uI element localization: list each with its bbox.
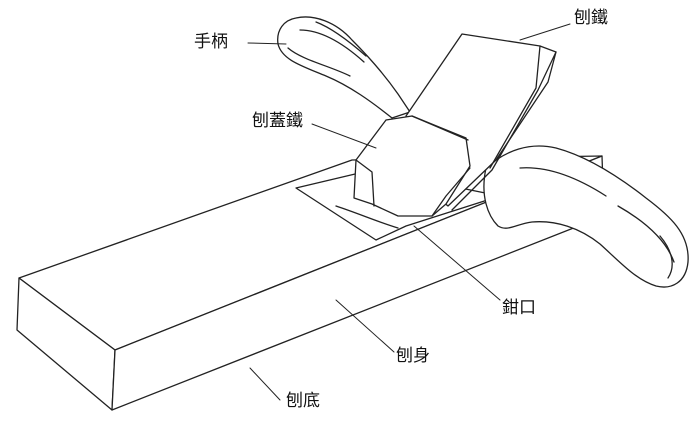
handle-grain-6 [660,236,672,278]
label-sole: 刨底 [286,391,320,411]
label-mouth: 鉗口 [502,298,536,318]
handle-right-drawing [484,146,688,287]
label-blade: 刨鐵 [574,8,608,28]
blade-edge [490,46,540,168]
label-body: 刨身 [396,346,430,366]
handle-grain-4 [520,168,606,196]
leader-body [336,300,394,352]
handle-right-outline [484,146,688,287]
leader-blade [520,24,570,40]
cap-iron-drawing [354,116,470,216]
handle-drawing [278,17,410,118]
leader-handle [248,43,286,44]
leader-lines [248,24,570,400]
cap-iron-bevel [412,116,468,140]
leader-cap-iron [312,124,376,148]
leader-mouth [414,226,500,300]
blade-side [452,52,556,210]
leader-sole [250,368,280,400]
label-cap-iron: 刨蓋鐵 [252,111,303,131]
handle-grain-1 [300,30,364,62]
mouth-inner-edge [336,206,398,228]
handle-top-outline [278,17,410,118]
label-handle: 手柄 [194,32,228,52]
handle-grain-2 [316,22,366,56]
cap-iron-lower [356,160,374,206]
cap-iron-tip [432,168,470,216]
handle-grain-3 [288,48,350,76]
